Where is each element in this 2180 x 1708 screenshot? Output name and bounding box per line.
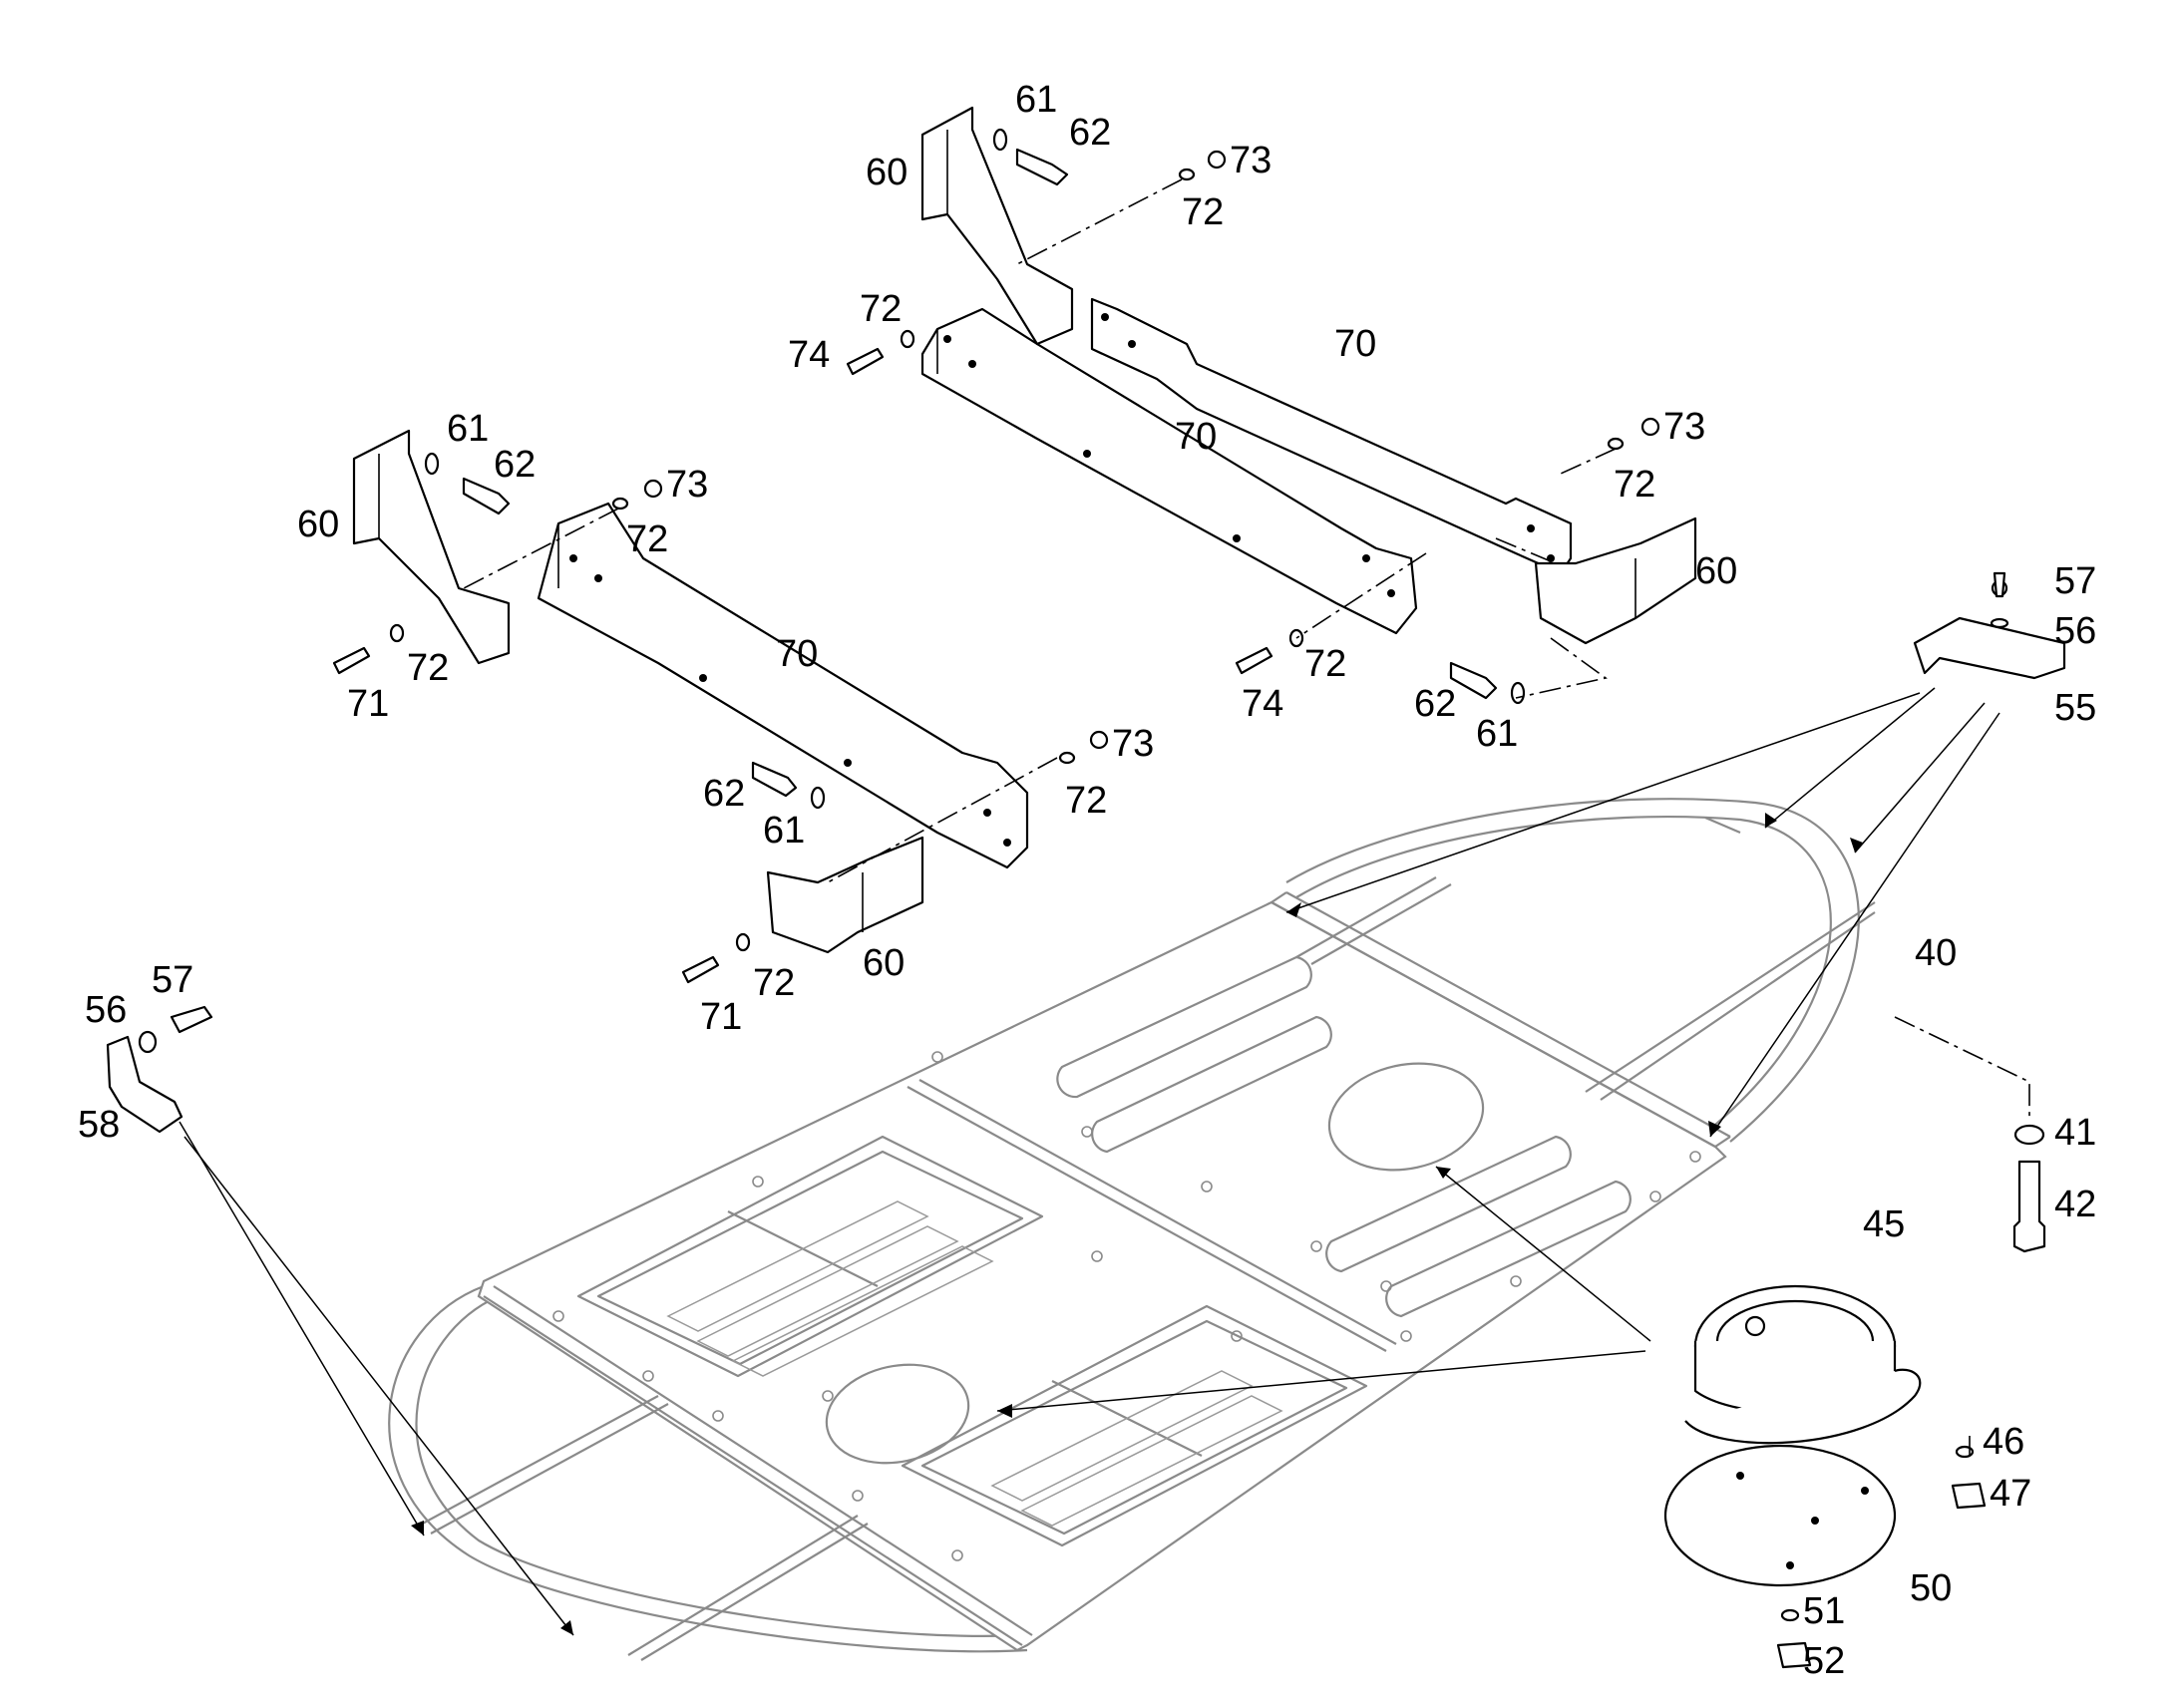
bracket-top-lower bbox=[352, 429, 511, 665]
callout-label: 61 bbox=[1015, 79, 1057, 121]
callout-label: 72 bbox=[626, 518, 668, 560]
callout-label: 45 bbox=[1863, 1203, 1905, 1245]
bracket-right-lower bbox=[766, 836, 924, 954]
callout-label: 73 bbox=[1112, 723, 1154, 765]
callout-label: 42 bbox=[2054, 1184, 2096, 1225]
assembly-lines bbox=[463, 178, 2030, 1456]
callout-label: 60 bbox=[863, 942, 905, 984]
callout-label: 56 bbox=[2054, 610, 2096, 652]
callout-label: 70 bbox=[1175, 416, 1217, 458]
support-beam-upper bbox=[1090, 297, 1573, 575]
callout-label: 73 bbox=[666, 464, 708, 506]
callout-label: 72 bbox=[1065, 780, 1107, 822]
callout-label: 72 bbox=[407, 647, 449, 689]
base-platform bbox=[388, 798, 1876, 1661]
callout-label: 62 bbox=[1069, 112, 1111, 154]
callout-label: 74 bbox=[1242, 683, 1283, 725]
support-beam-lower bbox=[537, 502, 1029, 869]
callout-label: 61 bbox=[763, 810, 805, 852]
callout-label: 52 bbox=[1803, 1640, 1845, 1682]
callout-label: 73 bbox=[1663, 406, 1705, 448]
callout-label: 70 bbox=[776, 633, 818, 675]
callout-label: 72 bbox=[1182, 191, 1224, 233]
callout-label: 62 bbox=[703, 773, 745, 815]
leader-arrows bbox=[179, 687, 2000, 1636]
callout-label: 60 bbox=[866, 152, 908, 193]
bracket-top-upper bbox=[920, 106, 1074, 346]
bracket-right-upper bbox=[1534, 516, 1697, 645]
callout-label: 62 bbox=[494, 444, 536, 486]
callout-label: 41 bbox=[2054, 1112, 2096, 1154]
hardware bbox=[106, 128, 2066, 1669]
callout-label: 60 bbox=[1695, 550, 1737, 592]
callout-label: 55 bbox=[2054, 687, 2096, 729]
callout-label: 72 bbox=[1304, 643, 1346, 685]
callout-label: 61 bbox=[447, 408, 489, 450]
callout-label: 46 bbox=[1983, 1421, 2024, 1463]
callout-label: 40 bbox=[1915, 932, 1957, 974]
callout-label: 56 bbox=[85, 989, 127, 1031]
callout-label: 72 bbox=[753, 962, 795, 1004]
callout-label: 72 bbox=[860, 288, 902, 330]
callout-label: 62 bbox=[1414, 683, 1456, 725]
callout-label: 61 bbox=[1476, 713, 1518, 755]
callout-label: 73 bbox=[1230, 140, 1272, 181]
callout-label: 71 bbox=[700, 996, 742, 1038]
callout-labels: 61 62 60 73 72 72 74 70 61 62 60 73 72 7… bbox=[78, 79, 2096, 1682]
callout-label: 71 bbox=[347, 683, 389, 725]
callout-label: 57 bbox=[2054, 560, 2096, 602]
callout-label: 58 bbox=[78, 1104, 120, 1146]
callout-label: 60 bbox=[297, 504, 339, 545]
callout-label: 50 bbox=[1910, 1567, 1952, 1609]
callout-label: 74 bbox=[788, 334, 830, 376]
callout-label: 47 bbox=[1990, 1473, 2031, 1515]
callout-label: 70 bbox=[1334, 323, 1376, 365]
callout-label: 57 bbox=[152, 959, 193, 1001]
callout-label: 72 bbox=[1614, 464, 1655, 506]
callout-label: 51 bbox=[1803, 1590, 1845, 1632]
